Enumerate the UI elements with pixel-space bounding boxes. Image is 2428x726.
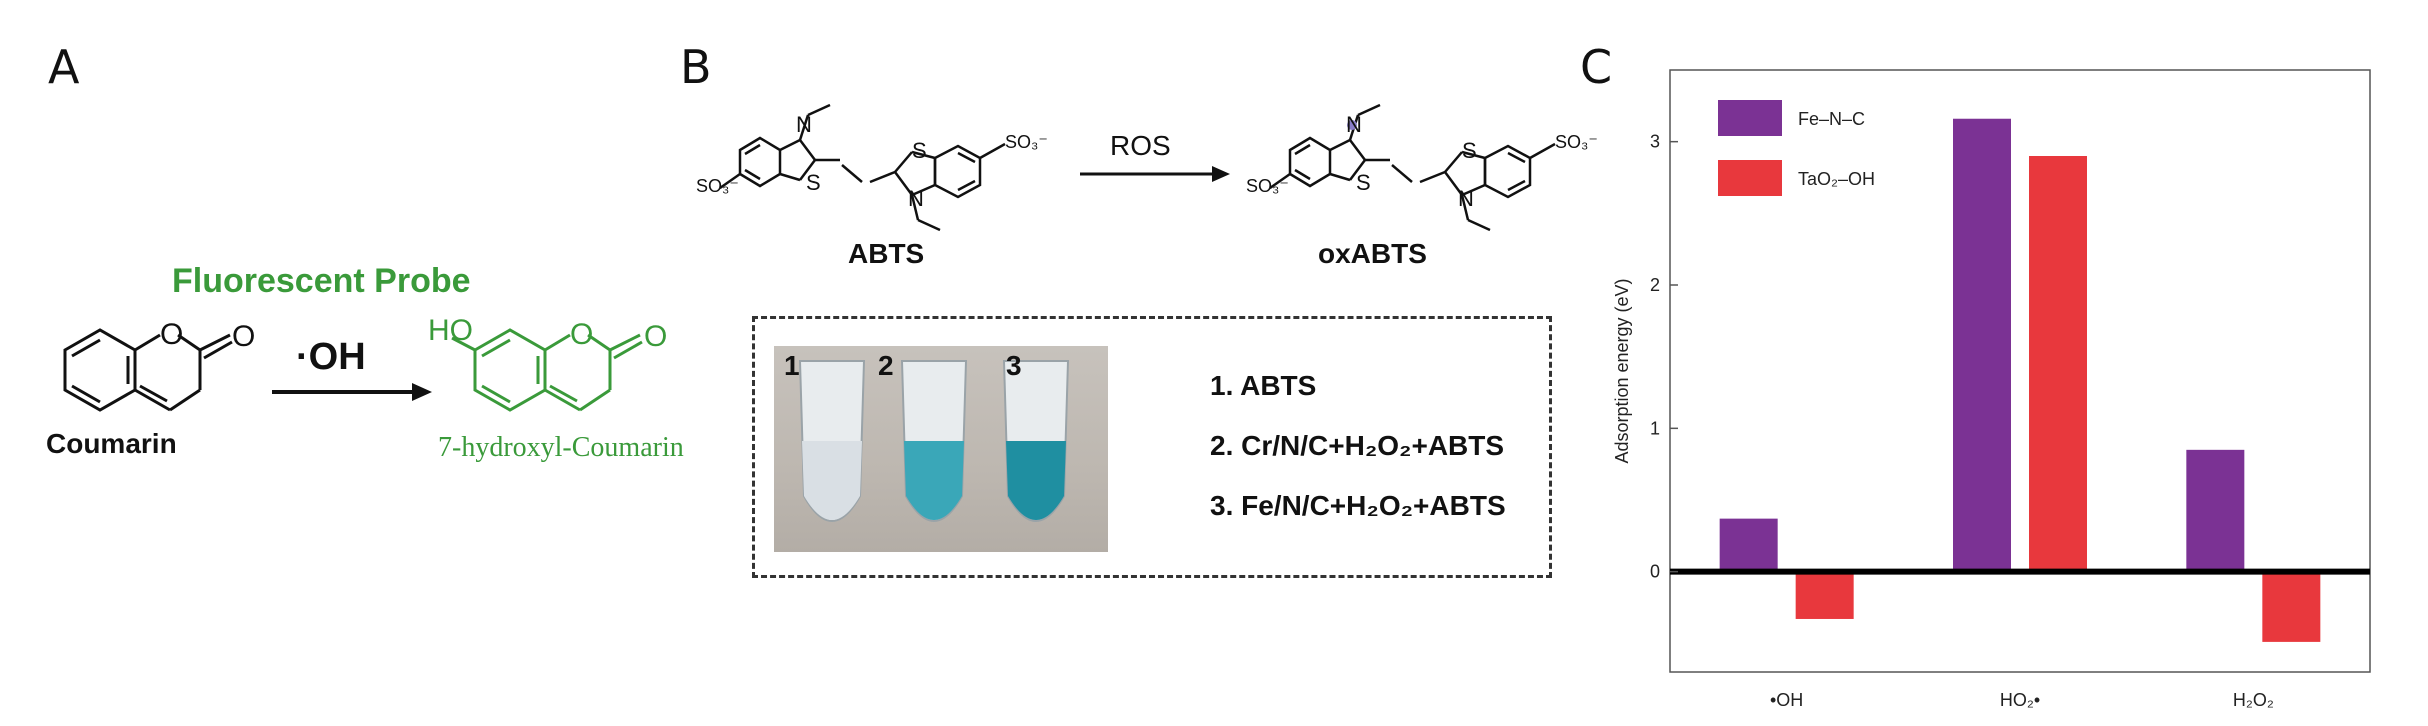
tube-legend-2: 2. Cr/N/C+H₂O₂+ABTS (1210, 430, 1505, 461)
oxabts-sulfonate-right: SO₃⁻ (1555, 132, 1598, 152)
y-axis-label: Adsorption energy (eV) (1612, 278, 1632, 463)
abts-sulfonate-right: SO₃⁻ (1005, 132, 1048, 152)
oxabts-s-left: S (1356, 170, 1371, 195)
legend-swatch-0 (1718, 100, 1782, 136)
legend-label-1: TaO₂–OH (1798, 169, 1875, 189)
bar-0-1 (1953, 118, 2011, 572)
oxabts-n-bottom: N (1458, 186, 1474, 211)
tube-liquid-2 (904, 441, 964, 520)
tubes-drawing (798, 360, 1070, 522)
panel-c-letter: C (1580, 40, 1613, 94)
ros-label: ROS (1110, 130, 1171, 161)
tube-legend-3: 3. Fe/N/C+H₂O₂+ABTS (1210, 490, 1506, 521)
probe-title: Fluorescent Probe (172, 262, 471, 300)
bar-0-0 (1719, 518, 1778, 572)
abts-structure (719, 103, 1006, 232)
panel-b-letter: B (680, 40, 712, 94)
y-tick-label: 0 (1650, 562, 1660, 582)
reaction-arrow-b (1080, 166, 1230, 182)
legend-label-0: Fe–N–C (1798, 109, 1865, 129)
tube-label-2: 2 (878, 350, 894, 381)
bar-1-2 (2262, 571, 2321, 642)
plot-frame (1669, 69, 2371, 673)
abts-s-left: S (806, 170, 821, 195)
y-tick-label: 1 (1650, 418, 1660, 438)
oxabts-sulfonate-left: SO₃⁻ (1246, 176, 1289, 196)
abts-n-bottom: N (908, 186, 924, 211)
tube-experiment-box (752, 316, 1552, 578)
legend-swatch-1 (1718, 160, 1782, 196)
oxabts-s-right: S (1462, 138, 1477, 163)
product-ring-o: O (570, 318, 594, 351)
y-tick-label: 2 (1650, 275, 1660, 295)
y-tick-label: 3 (1650, 132, 1660, 152)
bar-1-1 (2029, 156, 2087, 572)
hydroxycoumarin-label: 7-hydroxyl-Coumarin (438, 432, 684, 463)
tube-liquid-1 (802, 441, 862, 520)
abts-s-right: S (912, 138, 927, 163)
tube-liquid-3 (1006, 441, 1066, 520)
coumarin-label: Coumarin (46, 428, 177, 459)
tubes-photo (774, 346, 1108, 552)
oxabts-label: oxABTS (1318, 238, 1427, 269)
bar-1-0 (1795, 571, 1854, 619)
hydroxyl-reagent: ·OH (296, 336, 366, 378)
x-tick-label: •OH (1770, 690, 1803, 710)
x-tick-label: H₂O₂ (2233, 690, 2274, 710)
coumarin-carbonyl-o: O (232, 320, 256, 353)
hydroxyl-group-label: HO (428, 314, 473, 347)
tube-label-1: 1 (784, 350, 800, 381)
hydroxycoumarin-structure (451, 328, 643, 412)
x-tick-label: HO₂• (2000, 690, 2040, 710)
panel-a-letter: A (48, 40, 80, 94)
tube-label-3: 3 (1006, 350, 1022, 381)
coumarin-structure (63, 328, 233, 412)
tube-legend-1: 1. ABTS (1210, 370, 1317, 401)
abts-sulfonate-left: SO₃⁻ (696, 176, 739, 196)
reaction-arrow-a (272, 383, 432, 401)
coumarin-ring-o: O (160, 318, 184, 351)
abts-label: ABTS (848, 238, 925, 269)
abts-n-top: N (796, 112, 812, 137)
oxabts-structure (1269, 103, 1556, 232)
oxabts-n-top: N (1346, 112, 1362, 137)
product-carbonyl-o: O (644, 320, 668, 353)
bar-0-2 (2186, 449, 2245, 572)
